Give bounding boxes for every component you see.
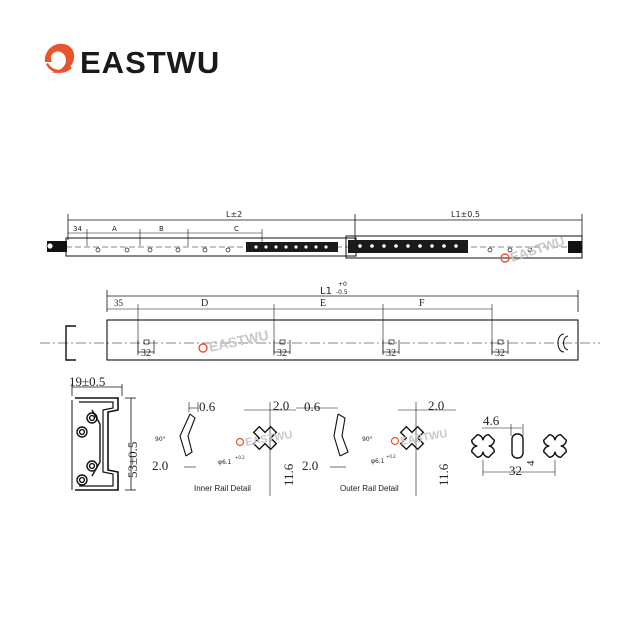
segment-d-label: D [201, 298, 208, 309]
watermark-rail: EASTWU [198, 327, 270, 355]
section-height-label: 53±0.5 [125, 442, 140, 478]
inner-top-label: 2.0 [273, 398, 289, 413]
segment-a-label: A [112, 225, 117, 233]
pitch-32-label: 32 [277, 348, 287, 359]
inner-hole-tol: +0.2 [235, 455, 245, 460]
pitch-32-label: 32 [141, 348, 151, 359]
outer-angle-label: 90° [362, 436, 373, 443]
rail-length-tol-lower: -0.5 [336, 289, 348, 296]
segment-b-label: B [159, 225, 164, 233]
watermark-outer: EASTWU [390, 428, 449, 448]
watermark-text: EASTWU [244, 429, 293, 449]
rail-side-view: L1 +0 -0.5 35 D E F 3 [40, 281, 600, 361]
hole-pattern-detail: 4.6 32 4 [470, 413, 568, 478]
length-l1-label: L1±0.5 [451, 210, 480, 219]
pitch-32-label: 32 [495, 348, 505, 359]
brand-name: EASTWU [80, 45, 220, 80]
outer-thickness-label: 0.6 [304, 399, 321, 414]
outer-hole-label: φ6.1 [371, 458, 385, 465]
inner-width-label: 2.0 [152, 458, 168, 473]
outer-top-label: 2.0 [428, 398, 444, 413]
segment-e-label: E [320, 298, 326, 309]
rail-length-tol-upper: +0 [338, 281, 347, 288]
brand-logo[interactable]: EASTWU [44, 43, 220, 80]
outer-height-label: 11.6 [436, 463, 451, 486]
hole-pitch-label: 32 [509, 463, 522, 478]
inner-rail-detail: 0.6 90° 2.0 2.0 φ6.1 +0.2 11.6 Inner Rai… [152, 398, 296, 496]
segment-c-label: C [234, 225, 239, 233]
watermark-top: EASTWU [500, 233, 567, 265]
rail-length-label: L1 [320, 286, 332, 297]
watermark-text: EASTWU [508, 233, 566, 265]
slot-height-label: 4 [525, 460, 537, 466]
length-l-label: L±2 [226, 210, 242, 219]
inner-rail-caption: Inner Rail Detail [194, 484, 251, 493]
outer-width-label: 2.0 [302, 458, 318, 473]
inner-angle-label: 90° [155, 436, 166, 443]
offset-35-label: 35 [114, 298, 124, 308]
watermark-text: EASTWU [207, 327, 270, 355]
inner-thickness-label: 0.6 [199, 399, 216, 414]
section-width-label: 19±0.5 [69, 374, 105, 389]
watermark-text: EASTWU [399, 428, 448, 448]
outer-rail-detail: 0.6 90° 2.0 2.0 φ6.1 +0.2 11.6 Outer Rai… [296, 398, 456, 496]
slide-top-view: L±2 L1±0.5 34 A B C [46, 210, 583, 265]
pitch-32-label: 32 [386, 348, 396, 359]
slot-width-label: 4.6 [483, 413, 500, 428]
inner-height-label: 11.6 [281, 463, 296, 486]
outer-rail-caption: Outer Rail Detail [340, 484, 399, 493]
outer-hole-tol: +0.2 [386, 454, 396, 459]
flame-icon [44, 43, 75, 73]
inner-hole-label: φ6.1 [218, 459, 232, 466]
segment-f-label: F [419, 298, 425, 309]
offset-34-label: 34 [73, 225, 82, 233]
cross-section-view: 19±0.5 53±0.5 [69, 374, 140, 491]
